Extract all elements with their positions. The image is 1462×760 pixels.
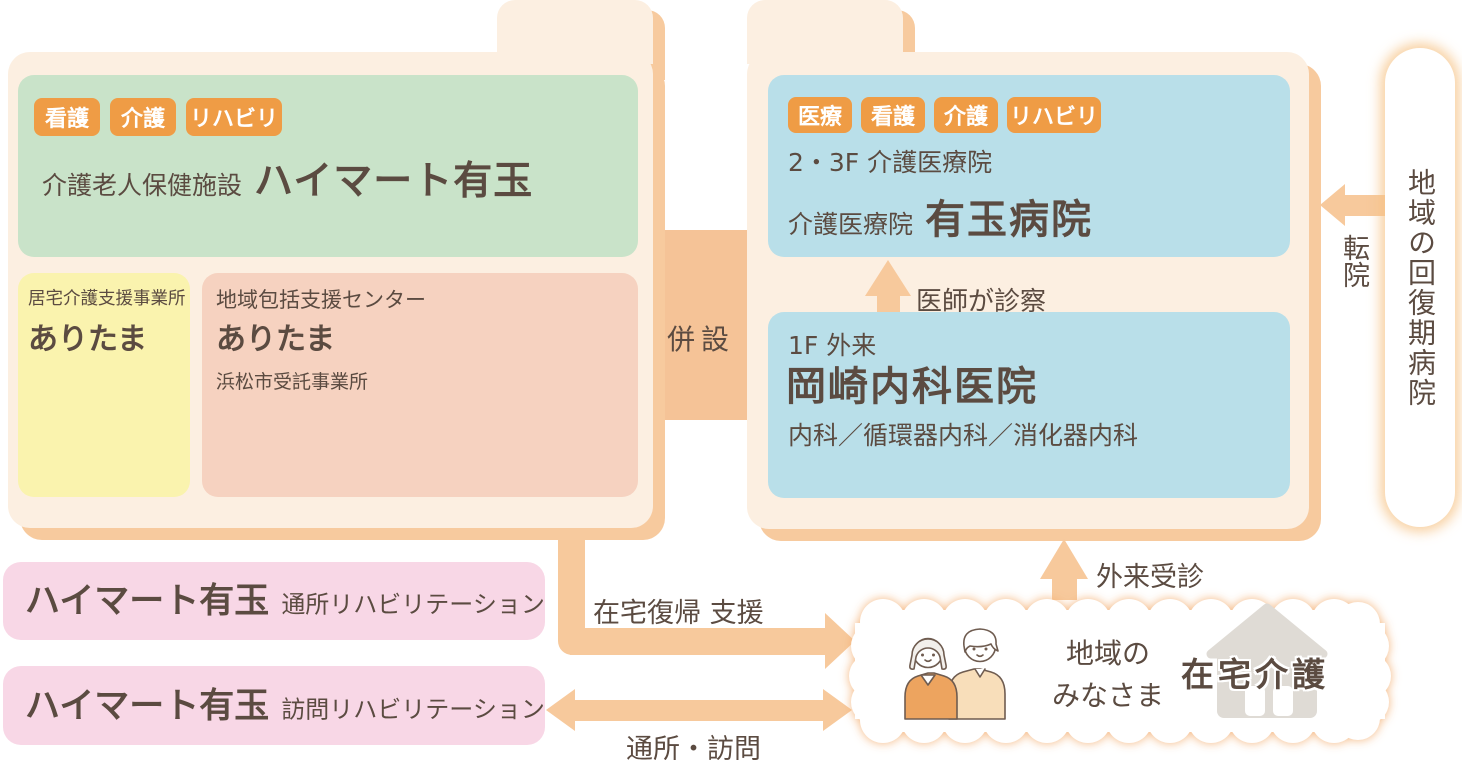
office-type-label: 居宅介護支援事業所 bbox=[28, 289, 186, 309]
elderly-couple-illustration bbox=[904, 628, 1006, 720]
tag-badge: 看護 bbox=[34, 98, 100, 136]
home-care-office-box: 居宅介護支援事業所 ありたま bbox=[18, 273, 190, 497]
clinic-departments: 内科／循環器内科／消化器内科 bbox=[788, 421, 1139, 450]
center-name: ありたま bbox=[216, 322, 336, 357]
hospital-name: 有玉病院 bbox=[925, 197, 1094, 243]
tag-badge: リハビリ bbox=[186, 98, 282, 136]
hospital-type-label: 介護医療院 bbox=[788, 210, 914, 239]
visit-rehab-title: ハイマート有玉 訪問リハビリテーション bbox=[25, 677, 545, 728]
commute-arrow-left-head bbox=[546, 689, 575, 731]
annex-label: 併設 bbox=[666, 323, 735, 356]
community-label: 地域の みなさま bbox=[1023, 633, 1193, 717]
hospital-floor-label: 2・3F 介護医療院 bbox=[788, 148, 993, 177]
facility-type-label: 介護老人保健施設 bbox=[42, 171, 243, 200]
regional-hospital-pill: 地域の回復期病院 bbox=[1385, 48, 1455, 527]
clinic-floor-label: 1F 外来 bbox=[788, 331, 877, 360]
doctor-arrow-shaft bbox=[877, 294, 900, 313]
tag-badge: リハビリ bbox=[1007, 97, 1101, 133]
rehab-service-label: 訪問リハビリテーション bbox=[281, 694, 545, 723]
clinic-name: 岡崎内科医院 bbox=[786, 364, 1038, 410]
tag-badge: 介護 bbox=[934, 97, 998, 133]
commute-arrow-right-head bbox=[823, 689, 852, 731]
rehab-facility-name: ハイマート有玉 bbox=[25, 685, 270, 726]
visit-rehab-box: ハイマート有玉 訪問リハビリテーション bbox=[3, 666, 545, 745]
left-facility-tags: 看護 介護 リハビリ bbox=[34, 98, 282, 136]
home-return-arrow-head bbox=[825, 613, 855, 669]
transfer-label: 転院 bbox=[1338, 234, 1369, 288]
house-icon bbox=[1206, 603, 1328, 718]
annex-connector bbox=[655, 230, 747, 420]
right-facility-tags: 医療 看護 介護 リハビリ bbox=[788, 97, 1101, 133]
tag-badge: 看護 bbox=[861, 97, 925, 133]
hospital-title: 介護医療院 有玉病院 bbox=[788, 187, 1093, 245]
rehab-service-label: 通所リハビリテーション bbox=[281, 590, 545, 619]
doctor-arrow-head bbox=[865, 260, 911, 296]
tag-badge: 介護 bbox=[110, 98, 176, 136]
home-return-arrow-label: 在宅復帰 支援 bbox=[593, 598, 764, 629]
regional-hospital-label: 地域の回復期病院 bbox=[1404, 167, 1437, 408]
day-rehab-title: ハイマート有玉 通所リハビリテーション bbox=[25, 572, 545, 623]
support-center-box: 地域包括支援センター ありたま 浜松市受託事業所 bbox=[202, 273, 638, 497]
commute-arrow-label: 通所・訪問 bbox=[626, 734, 761, 760]
rehab-facility-name: ハイマート有玉 bbox=[25, 581, 270, 622]
community-label-line1: 地域の bbox=[1065, 637, 1150, 670]
home-return-arrow-shaft bbox=[570, 628, 825, 655]
commute-arrow-shaft bbox=[575, 700, 825, 721]
community-label-line2: みなさま bbox=[1051, 679, 1164, 712]
care-hospital-box: 医療 看護 介護 リハビリ 2・3F 介護医療院 介護医療院 有玉病院 bbox=[768, 75, 1290, 257]
transfer-arrow-head bbox=[1320, 184, 1345, 226]
center-note: 浜松市受託事業所 bbox=[216, 371, 369, 393]
facility-name: ハイマート有玉 bbox=[254, 159, 534, 204]
outpatient-arrow-head bbox=[1040, 539, 1088, 579]
outpatient-arrow-shaft bbox=[1052, 577, 1077, 600]
left-facility-title: 介護老人保健施設 ハイマート有玉 bbox=[42, 150, 533, 206]
clinic-box: 1F 外来 岡崎内科医院 内科／循環器内科／消化器内科 bbox=[768, 312, 1290, 498]
office-name: ありたま bbox=[28, 322, 148, 357]
geriatric-health-facility-box: 看護 介護 リハビリ 介護老人保健施設 ハイマート有玉 bbox=[18, 75, 638, 257]
home-care-label: 在宅介護 bbox=[1181, 655, 1329, 694]
day-rehab-box: ハイマート有玉 通所リハビリテーション bbox=[3, 562, 545, 640]
tag-badge: 医療 bbox=[788, 97, 852, 133]
center-type-label: 地域包括支援センター bbox=[216, 288, 426, 312]
outpatient-arrow-label: 外来受診 bbox=[1096, 562, 1204, 593]
